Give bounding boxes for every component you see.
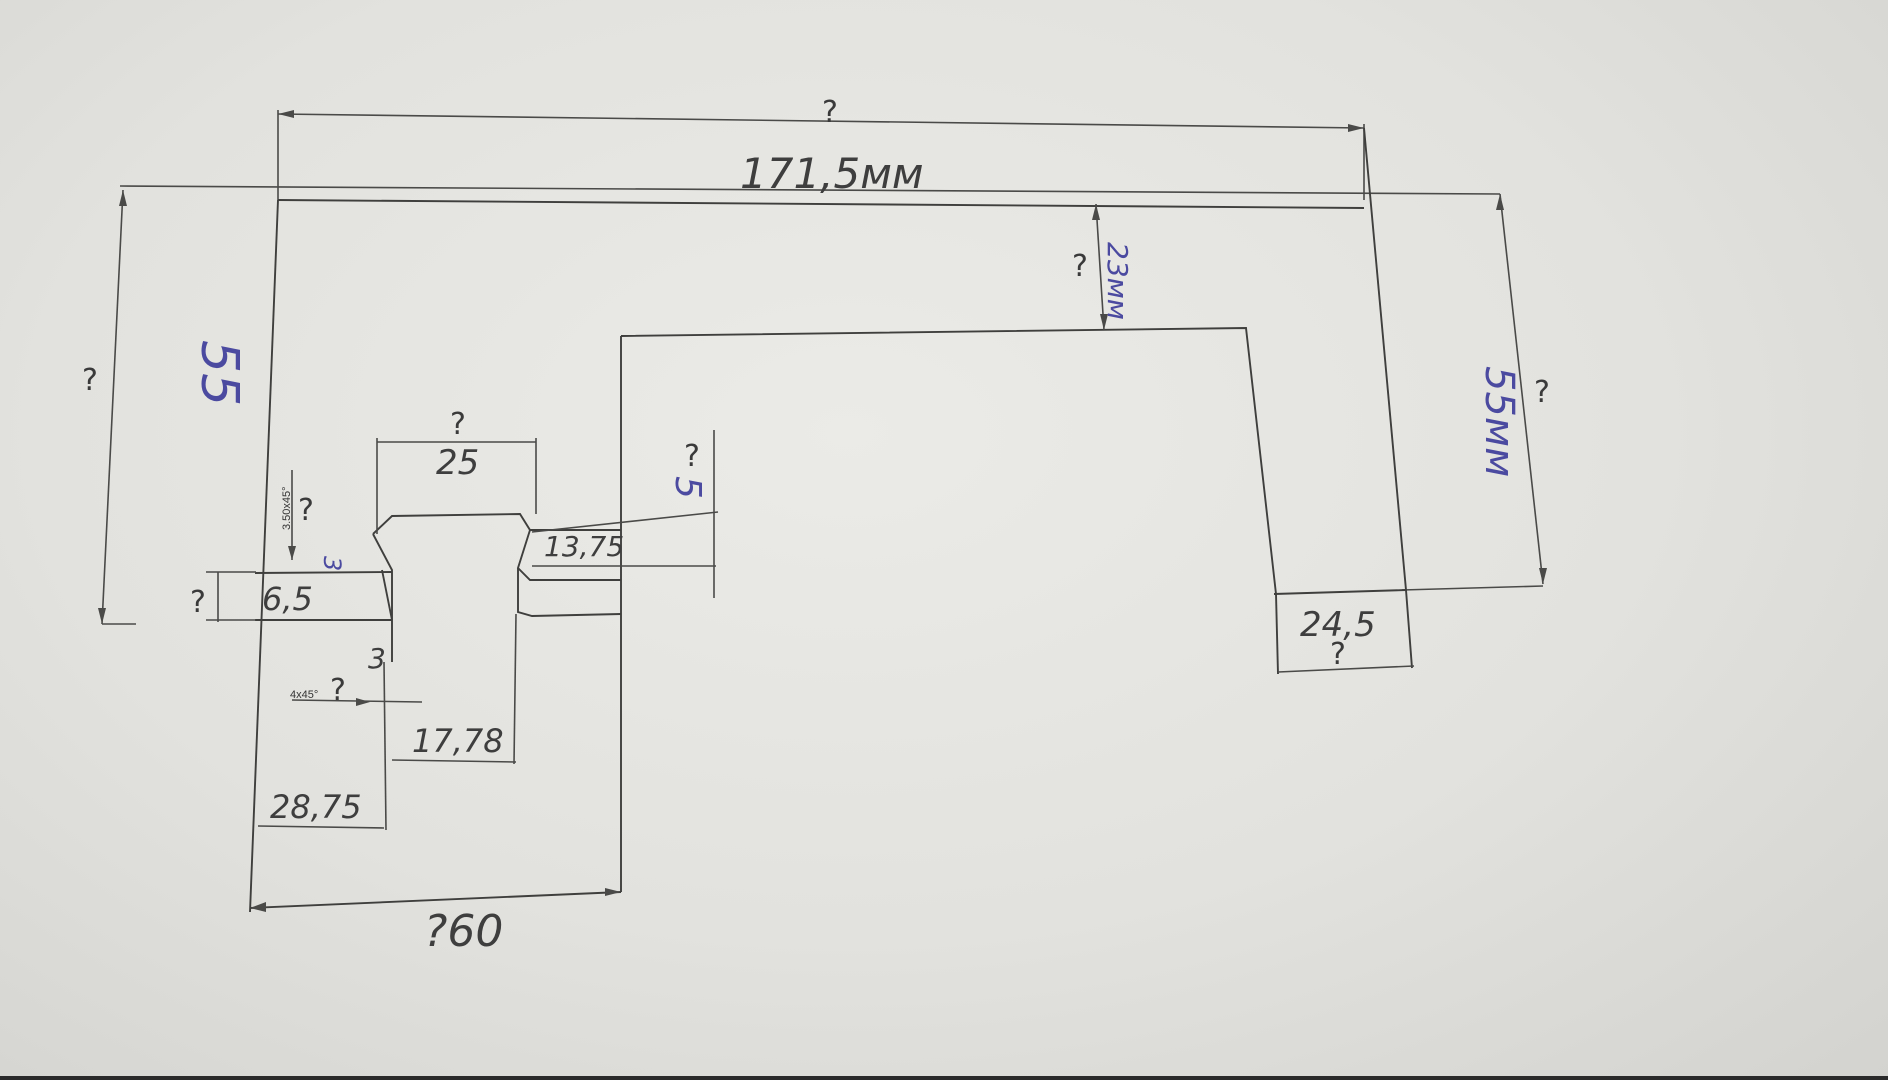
top-width-question-mark: ? <box>822 95 838 130</box>
chamfer-top-label: 3.50x45° <box>281 486 293 530</box>
five-value: 5 <box>667 476 708 499</box>
left-height-question-mark: ? <box>82 363 98 398</box>
part-outline <box>249 127 1413 913</box>
slot-25-value: 25 <box>436 443 479 483</box>
height-23-question-mark: ? <box>1072 249 1088 284</box>
width-260-value: ?60 <box>424 906 503 957</box>
notch-profile <box>254 430 719 662</box>
slot-1375-value: 13,75 <box>544 530 624 563</box>
chamfer-bottom-label: 4x45° <box>290 689 318 701</box>
window-bottom-edge <box>0 1076 1888 1080</box>
right-height-value: 55мм <box>1476 366 1522 477</box>
slot-25-question-mark: ? <box>450 407 466 442</box>
left-height-dimension <box>98 185 1501 625</box>
small-dimensions <box>206 203 1415 912</box>
step-65-value: 6,5 <box>262 580 313 618</box>
top-width-value: 171,5мм <box>740 149 924 198</box>
right-height-question-mark: ? <box>1534 375 1550 410</box>
foot-245-question-mark: ? <box>1330 637 1346 672</box>
left-height-value: 55 <box>189 340 249 406</box>
foot-245-value: 24,5 <box>1300 605 1376 645</box>
width-1778-value: 17,78 <box>412 722 504 760</box>
chamfer-top-question-mark: ? <box>298 493 314 528</box>
three-bottom-value: 3 <box>368 642 386 675</box>
three-top-value: 3 <box>318 556 346 571</box>
right-height-dimension <box>1401 193 1547 591</box>
height-23-value: 23мм <box>1101 242 1134 320</box>
five-question-mark: ? <box>684 439 700 474</box>
step-65-question-mark: ? <box>190 585 206 620</box>
width-2875-value: 28,75 <box>270 788 362 826</box>
chamfer-bottom-question-mark: ? <box>330 673 346 708</box>
